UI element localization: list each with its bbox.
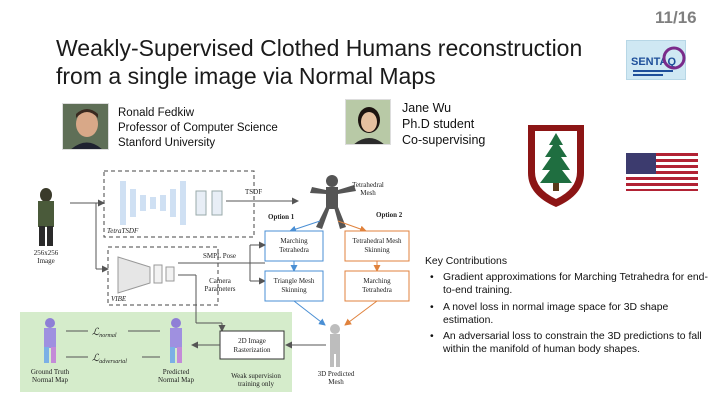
senta-logo: SENTAQ: [626, 40, 686, 80]
list-item: A novel loss in normal image space for 3…: [425, 301, 715, 327]
person-card-ronald: Ronald Fedkiw Professor of Computer Scie…: [118, 106, 278, 151]
senta-logo-graphic: SENTAQ: [631, 46, 686, 76]
loss-adversarial-symbol: ℒadversarial: [92, 353, 127, 365]
tri-skin-label-1: Triangle Mesh: [274, 277, 315, 285]
person-name: Ronald Fedkiw: [118, 107, 195, 119]
key-contributions-list: Gradient approximations for Marching Tet…: [425, 271, 715, 356]
avatar-ronald-fedkiw: [62, 103, 109, 150]
marching-tet2-label-1: Marching: [363, 277, 391, 285]
loss-normal-symbol: ℒnormal: [92, 327, 117, 339]
vibe-label: VIBE: [111, 295, 127, 303]
pred-normal-label-2: Normal Map: [158, 376, 194, 384]
tet-mesh-label-1: Tetrahedral: [352, 181, 384, 189]
option-1-label: Option 1: [268, 213, 295, 221]
predicted-mesh-figure: [330, 324, 340, 367]
person-affiliation: Stanford University: [118, 137, 216, 149]
key-contributions-heading: Key Contributions: [425, 256, 508, 267]
page-number: 11/16: [655, 8, 697, 27]
slide-title: Weakly-Supervised Clothed Humans reconst…: [56, 34, 616, 90]
tetratsdf-label: TetraTSDF: [107, 227, 139, 235]
stanford-logo: [526, 123, 586, 208]
person-card-jane: Jane Wu Ph.D student Co-supervising: [402, 100, 485, 148]
tetrahedral-mesh-figure: [310, 175, 356, 229]
ground-truth-normal-map-figure: [44, 318, 56, 363]
camera-label-1: Camera: [209, 277, 232, 285]
marching-tet-label-1: Marching: [280, 237, 308, 245]
person-role: Ph.D student: [402, 117, 475, 131]
weak-supervision-label-2: training only: [238, 380, 274, 388]
pred-normal-label-1: Predicted: [163, 368, 190, 376]
camera-label-2: Parameters: [204, 285, 235, 293]
gt-label-2: Normal Map: [32, 376, 68, 384]
tri-skin-label-2: Skinning: [281, 286, 307, 294]
marching-tetrahedra-2-box: [344, 270, 410, 302]
person-name: Jane Wu: [402, 101, 452, 115]
rasterization-box: [219, 330, 285, 360]
input-label-size: 256x256: [34, 249, 59, 257]
tetratsdf-network: [120, 181, 223, 225]
key-contributions: Key Contributions Gradient approximation…: [425, 255, 715, 359]
vibe-network: [117, 256, 175, 294]
triangle-mesh-skinning-box: [264, 270, 324, 302]
pred-mesh-label-2: Mesh: [328, 378, 344, 386]
us-flag-icon: [626, 153, 698, 191]
tet-skin-label-2: Skinning: [364, 246, 390, 254]
list-item: An adversarial loss to constrain the 3D …: [425, 330, 715, 356]
input-image-figure: [38, 188, 54, 246]
predicted-normal-map-figure: [170, 318, 182, 363]
tet-mesh-label-2: Mesh: [360, 189, 376, 197]
title-line-2: from a single image via Normal Maps: [56, 63, 436, 89]
smpl-pose-label: SMPL Pose: [203, 252, 236, 260]
tsdf-label: TSDF: [245, 188, 262, 196]
avatar-jane-wu: [345, 99, 391, 145]
list-item: Gradient approximations for Marching Tet…: [425, 271, 715, 297]
weak-supervision-label-1: Weak supervision: [231, 372, 281, 380]
input-label-image: Image: [37, 257, 55, 265]
marching-tet2-label-2: Tetrahedra: [362, 286, 393, 294]
person-role: Professor of Computer Science: [118, 122, 278, 134]
gt-label-1: Ground Truth: [31, 368, 70, 376]
marching-tet-label-2: Tetrahedra: [279, 246, 310, 254]
raster-label-2: Rasterization: [234, 346, 271, 354]
pred-mesh-label-1: 3D Predicted: [318, 370, 355, 378]
raster-label-1: 2D Image: [238, 337, 266, 345]
person-affiliation: Co-supervising: [402, 133, 486, 147]
tet-skin-label-1: Tetrahedral Mesh: [352, 237, 402, 245]
option-2-label: Option 2: [376, 211, 403, 219]
tet-mesh-skinning-box: [344, 230, 410, 262]
title-line-1: Weakly-Supervised Clothed Humans reconst…: [56, 35, 583, 61]
marching-tetrahedra-box: [264, 230, 324, 262]
method-diagram: 256x256 Image TetraTSDF TSDF Tetrahedral…: [20, 170, 410, 392]
